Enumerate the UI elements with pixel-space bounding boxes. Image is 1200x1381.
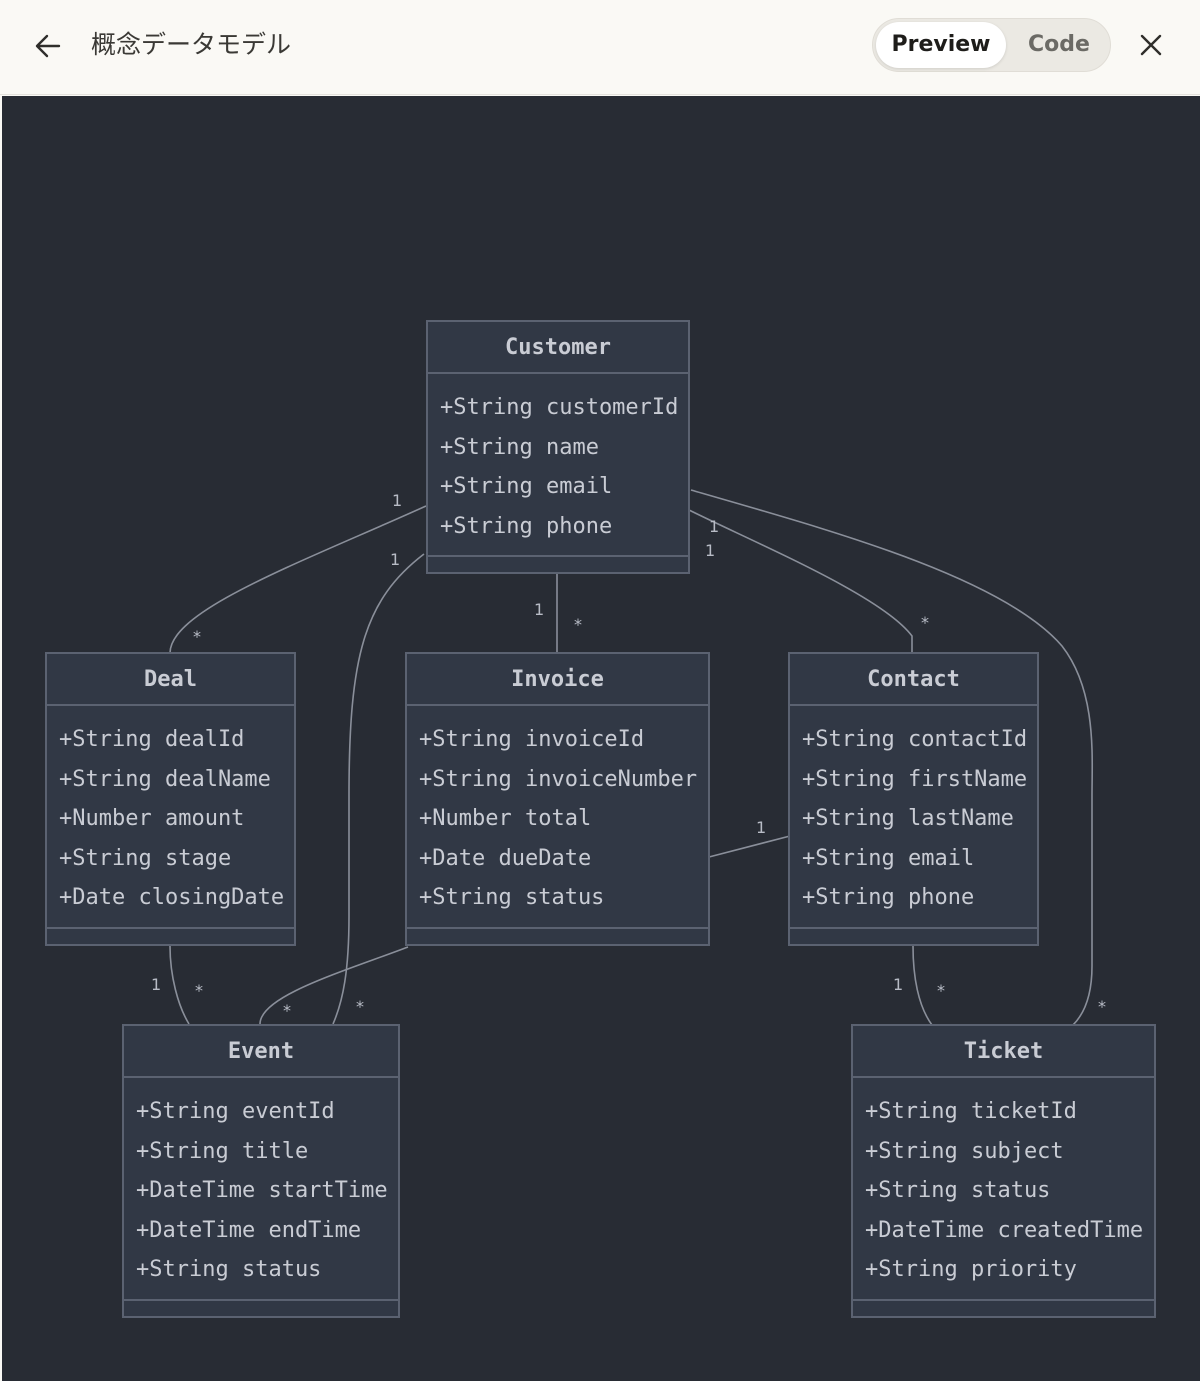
class-name: Ticket bbox=[853, 1026, 1154, 1078]
relation-lines bbox=[169, 489, 1094, 1026]
class-name: Deal bbox=[47, 654, 294, 706]
card-contact-invoice-from: 1 bbox=[756, 818, 767, 837]
edge-invoice-event bbox=[259, 946, 409, 1025]
attribute: +String stage bbox=[59, 845, 232, 871]
methods-separator bbox=[407, 927, 708, 929]
attribute-list: +String contactId +String firstName +Str… bbox=[802, 720, 1033, 918]
preview-tab[interactable]: Preview bbox=[876, 22, 1006, 68]
close-button[interactable] bbox=[1133, 27, 1169, 63]
card-contact-ticket-to: * bbox=[937, 981, 945, 1000]
attribute: +String dealId bbox=[59, 727, 245, 752]
attribute: +String email bbox=[802, 845, 975, 871]
attribute: +String name bbox=[440, 434, 599, 460]
methods-separator bbox=[428, 555, 688, 557]
card-customer-event-to: * bbox=[356, 997, 364, 1016]
class-name: Contact bbox=[790, 654, 1037, 706]
attribute: +String invoiceNumber bbox=[419, 766, 698, 792]
attribute: +String ticketId bbox=[865, 1099, 1077, 1124]
attribute-list: +String eventId +String title +DateTime … bbox=[136, 1092, 394, 1290]
attribute: +String subject bbox=[865, 1138, 1064, 1164]
attribute: +String email bbox=[440, 474, 613, 499]
back-button[interactable] bbox=[30, 28, 66, 64]
attribute: +Number total bbox=[419, 806, 592, 831]
methods-separator bbox=[790, 927, 1037, 929]
card-deal-event-to: * bbox=[195, 981, 203, 1000]
attribute: +String priority bbox=[865, 1257, 1077, 1282]
class-contact: Contact +String contactId +String firstN… bbox=[788, 652, 1039, 946]
attribute: +String customerId bbox=[440, 395, 679, 420]
attribute-list: +String invoiceId +String invoiceNumber … bbox=[419, 720, 704, 918]
card-customer-event-from: 1 bbox=[390, 550, 401, 569]
class-event: Event +String eventId +String title +Dat… bbox=[122, 1024, 400, 1318]
edge-customer-ticket bbox=[690, 489, 1094, 1026]
attribute: +String invoiceId bbox=[419, 727, 645, 752]
card-customer-deal-to: * bbox=[193, 627, 201, 646]
edge-contact-ticket bbox=[912, 945, 933, 1026]
card-customer-contact-to: * bbox=[921, 613, 929, 632]
attribute: +DateTime startTime bbox=[136, 1178, 388, 1203]
edge-customer-contact bbox=[688, 509, 913, 653]
edge-customer-deal bbox=[169, 505, 427, 654]
class-invoice: Invoice +String invoiceId +String invoic… bbox=[405, 652, 710, 946]
code-tab[interactable]: Code bbox=[1028, 32, 1090, 57]
close-icon bbox=[1140, 34, 1162, 56]
attribute: +Date dueDate bbox=[419, 845, 592, 871]
methods-separator bbox=[47, 927, 294, 929]
card-customer-invoice-from: 1 bbox=[534, 600, 545, 619]
card-customer-ticket-from: 1 bbox=[705, 541, 716, 560]
edge-contact-invoice bbox=[708, 835, 791, 858]
card-customer-ticket-to: * bbox=[1098, 997, 1106, 1016]
attribute: +String status bbox=[136, 1257, 322, 1282]
class-deal: Deal +String dealId +String dealName +Nu… bbox=[45, 652, 296, 946]
attribute-list: +String ticketId +String subject +String… bbox=[865, 1092, 1150, 1290]
card-customer-contact-from: 1 bbox=[709, 517, 720, 536]
attribute: +String status bbox=[865, 1178, 1051, 1203]
top-bar: 概念データモデル Preview Code bbox=[0, 0, 1200, 95]
attribute: +Date closingDate bbox=[59, 885, 285, 910]
methods-separator bbox=[853, 1299, 1154, 1301]
card-invoice-event-to: * bbox=[283, 1001, 291, 1020]
card-customer-invoice-to: * bbox=[574, 615, 582, 634]
attribute: +String eventId bbox=[136, 1099, 335, 1124]
attribute: +String title bbox=[136, 1138, 309, 1164]
card-customer-deal-from: 1 bbox=[392, 491, 403, 510]
attribute: +Number amount bbox=[59, 806, 245, 831]
class-customer: Customer +String customerId +String name… bbox=[426, 320, 690, 574]
view-toggle: Preview Code bbox=[872, 18, 1111, 72]
class-ticket: Ticket +String ticketId +String subject … bbox=[851, 1024, 1156, 1318]
attribute: +String phone bbox=[802, 885, 975, 910]
card-deal-event-from: 1 bbox=[151, 975, 162, 994]
attribute: +String status bbox=[419, 885, 605, 910]
card-contact-ticket-from: 1 bbox=[893, 975, 904, 994]
attribute: +String firstName bbox=[802, 766, 1028, 792]
attribute-list: +String customerId +String name +String … bbox=[440, 388, 684, 546]
attribute: +String lastName bbox=[802, 806, 1014, 831]
class-name: Event bbox=[124, 1026, 398, 1078]
class-name: Invoice bbox=[407, 654, 708, 706]
attribute: +String contactId bbox=[802, 727, 1028, 752]
methods-separator bbox=[124, 1299, 398, 1301]
attribute: +DateTime endTime bbox=[136, 1217, 362, 1243]
attribute-list: +String dealId +String dealName +Number … bbox=[59, 720, 290, 918]
class-name: Customer bbox=[428, 322, 688, 374]
diagram-canvas: 1 * 1 * 1 * 1 * 1 * 1 * * 1 1 * Customer… bbox=[2, 96, 1200, 1381]
attribute: +String phone bbox=[440, 513, 613, 539]
edge-customer-event bbox=[332, 553, 425, 1025]
arrow-left-icon bbox=[35, 34, 61, 58]
attribute: +String dealName bbox=[59, 766, 271, 792]
edge-deal-event bbox=[169, 945, 190, 1025]
attribute: +DateTime createdTime bbox=[865, 1217, 1144, 1243]
page-title: 概念データモデル bbox=[91, 30, 292, 59]
